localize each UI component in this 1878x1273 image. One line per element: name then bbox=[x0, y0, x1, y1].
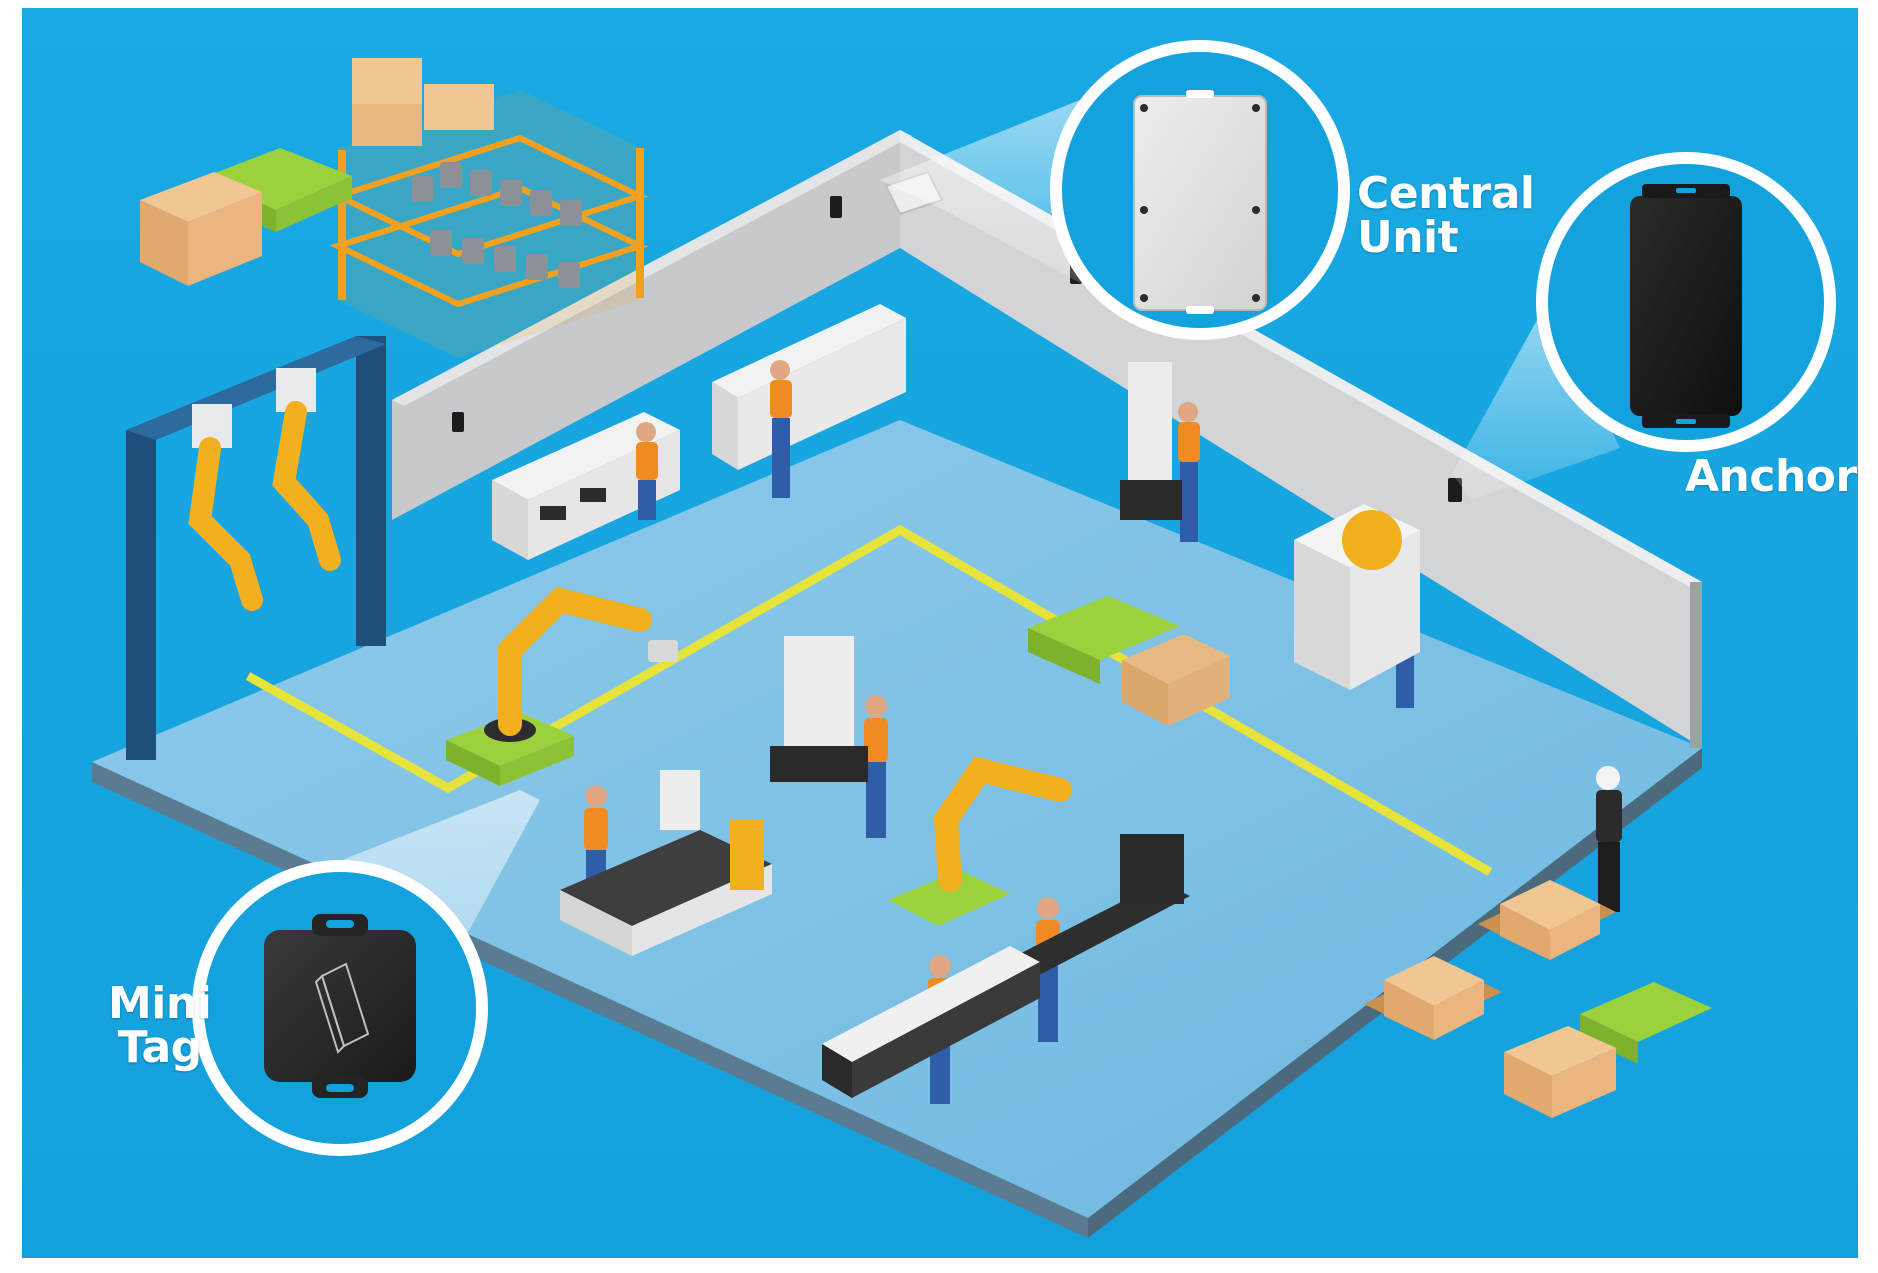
mini-tag-label-line1: Mini bbox=[108, 978, 212, 1029]
wall-anchor-icon bbox=[452, 412, 464, 432]
worker-icon bbox=[770, 360, 792, 498]
beam-central bbox=[880, 100, 1112, 300]
press-machine-icon bbox=[1294, 504, 1420, 690]
central-unit-label-line2: Unit bbox=[1357, 212, 1459, 263]
anchor-label: Anchor bbox=[1685, 455, 1857, 499]
cnc-machine-icon bbox=[560, 770, 772, 956]
central-unit-label: Central Unit bbox=[1357, 168, 1535, 263]
pallet-boxes-icon bbox=[1364, 956, 1502, 1040]
agv-cart-icon bbox=[1504, 982, 1712, 1118]
anchor-device-icon bbox=[1630, 196, 1742, 416]
drill-press-icon bbox=[1120, 362, 1182, 520]
agv-cart-icon bbox=[140, 148, 352, 286]
worker-icon bbox=[636, 422, 658, 520]
callout-central-unit bbox=[1050, 40, 1350, 340]
central-unit-label-line1: Central bbox=[1357, 168, 1535, 219]
wall-end-cap bbox=[1690, 582, 1702, 748]
mini-tag-label-line2: Tag bbox=[117, 1022, 203, 1073]
agv-cart-icon bbox=[1028, 596, 1230, 726]
gantry-robot-icon bbox=[126, 336, 386, 760]
warehouse-shelf-icon bbox=[329, 58, 649, 358]
conveyor-icon bbox=[1000, 834, 1190, 980]
callout-anchor bbox=[1536, 152, 1836, 452]
worker-icon bbox=[1178, 402, 1200, 542]
robot-arm-icon bbox=[446, 586, 678, 786]
mini-tag-device-icon bbox=[264, 930, 416, 1082]
wall-left-top bbox=[392, 130, 912, 406]
beam-anchor bbox=[1452, 300, 1620, 500]
anchor-label-text: Anchor bbox=[1685, 451, 1857, 502]
mini-tag-label: Mini Tag bbox=[108, 978, 212, 1073]
supervisor-icon bbox=[1596, 766, 1622, 912]
pallet-boxes-icon bbox=[1478, 880, 1616, 960]
wall-anchor-icon bbox=[1448, 478, 1462, 502]
worker-icon bbox=[864, 695, 888, 838]
lathe-machine-icon bbox=[822, 946, 1040, 1098]
wall-anchor-icon bbox=[830, 196, 842, 218]
central-unit-device-icon bbox=[1133, 95, 1267, 311]
wall-left bbox=[392, 130, 900, 520]
callout-mini-tag bbox=[192, 860, 488, 1156]
robot-arm-icon bbox=[888, 756, 1072, 926]
cnc-machine-icon bbox=[770, 636, 868, 782]
